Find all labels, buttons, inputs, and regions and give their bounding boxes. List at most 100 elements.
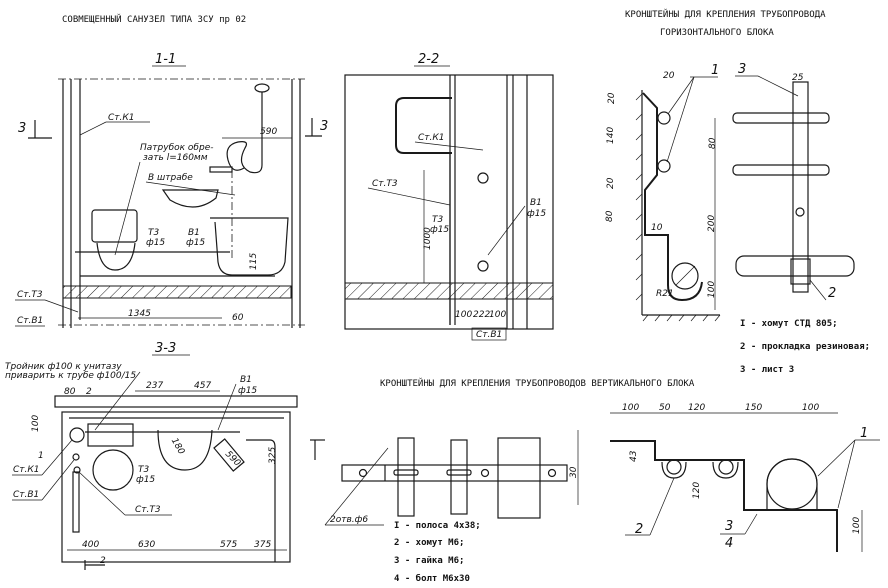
radius-r21: R21 (656, 289, 674, 299)
leader-line (94, 371, 141, 431)
cut-mark-1: 1 (38, 451, 44, 461)
leader-line (666, 76, 695, 163)
pipe-icon (735, 255, 855, 277)
note-pipe-cut-1: Патрубок обре- (140, 143, 213, 153)
toilet-tank-icon (91, 209, 138, 243)
leader-line (145, 181, 236, 196)
dim-80: 80 (605, 210, 615, 222)
washbasin-icon (161, 189, 219, 208)
rubber-gasket-icon (790, 258, 811, 285)
section-label: 1-1 (155, 52, 176, 67)
tee-note-1: Тройник ф100 к унитазу (5, 362, 122, 372)
dim-60: 60 (232, 313, 244, 323)
dim-200: 200 (707, 215, 717, 232)
leader-line (41, 459, 75, 501)
dim-237: 237 (146, 381, 163, 391)
dim-325: 325 (268, 447, 278, 464)
riser-k1-label: Ст.К1 (108, 113, 135, 123)
callout-3: 3 (725, 519, 733, 534)
room-plan-outline (61, 411, 291, 563)
callout-1: 1 (860, 426, 868, 441)
toilet-bowl-icon (96, 242, 136, 271)
clamp-2-icon (712, 461, 739, 479)
vertical-bracket-front: 30 2отв.ф6 I - полоса 4х38; 2 - хомут М6… (324, 430, 579, 584)
legend-item-3: 3 - гайка М6; (394, 556, 464, 566)
mixer-plan (213, 438, 245, 472)
tee-note-2: приварить к трубе ф100/15 (5, 371, 136, 381)
clamp-2-icon (661, 461, 687, 479)
leader-line (41, 439, 73, 476)
horizontal-bracket-title: КРОНШТЕЙНЫ ДЛЯ КРЕПЛЕНИЯ ТРУБОПРОВОДА (625, 8, 826, 20)
fitting-icon (477, 172, 489, 184)
pipe-icon (732, 164, 830, 176)
cut-mark-right: 3 (320, 119, 328, 134)
clamp-icon (393, 469, 419, 476)
floor-hatch (642, 314, 721, 322)
dim-575: 575 (220, 540, 237, 550)
towel-dryer-icon (395, 97, 452, 154)
riser-v1-label: Ст.В1 (17, 316, 43, 326)
riser-t3-label: Ст.Т3 (17, 290, 43, 300)
v1-label: В1 (240, 375, 252, 385)
dim-100: 100 (802, 403, 819, 413)
dim-100: 100 (852, 517, 862, 534)
clamp-1-icon (657, 159, 671, 173)
note-pipe-cut-2: зать l=160мм (143, 153, 208, 163)
leader-line (324, 447, 389, 526)
riser-t3-icon (73, 466, 81, 474)
dim-43: 43 (629, 450, 639, 462)
holes-label: 2отв.ф6 (330, 515, 368, 525)
dim-30: 30 (569, 466, 579, 478)
bracket-profile (610, 440, 838, 552)
room-outline (344, 74, 554, 330)
leader-line (649, 477, 675, 536)
pipe-section-icon (666, 459, 682, 475)
steel-strip (341, 464, 568, 482)
leader-line (757, 75, 799, 97)
vertical-bracket-title: КРОНШТЕЙНЫ ДЛЯ КРЕПЛЕНИЯ ТРУБОПРОВОДОВ В… (380, 377, 695, 389)
pipe-icon (450, 439, 468, 515)
callout-2: 2 (635, 522, 643, 537)
riser-t3-label: Ст.Т3 (372, 179, 398, 189)
in-groove-label: В штрабе (148, 173, 193, 183)
v1-diameter: ф15 (238, 386, 257, 396)
riser-k1-label: Ст.К1 (418, 133, 445, 143)
riser-v1-label: Ст.В1 (476, 330, 502, 340)
callout-1: 1 (711, 63, 719, 78)
shower-head-icon (254, 83, 270, 93)
v1-label: В1 (530, 198, 542, 208)
dim-50: 50 (659, 403, 671, 413)
dim-115: 115 (249, 253, 259, 270)
dim-100: 100 (707, 281, 717, 298)
riser-v1-label: Ст.В1 (13, 490, 39, 500)
fitting-icon (477, 260, 489, 272)
vertical-bracket-side: 100 50 120 150 100 1 43 120 2 3 4 100 (610, 403, 880, 552)
horizontal-bracket-subtitle: ГОРИЗОНТАЛЬНОГО БЛОКА (660, 28, 774, 38)
t3-diameter: ф15 (146, 238, 165, 248)
bolt-hole-icon (358, 468, 368, 478)
t3-diameter: ф15 (136, 475, 155, 485)
dim-590: 590 (260, 127, 277, 137)
main-title: СОВМЕЩЕННЫЙ САНУЗЕЛ ТИПА ЗСУ пр 02 (62, 13, 246, 25)
legend-item-2: 2 - хомут М6; (394, 538, 464, 548)
t3-diameter: ф15 (430, 225, 449, 235)
dim-222: 222 (473, 310, 490, 320)
floor-slab (344, 282, 554, 300)
v1-diameter: ф15 (527, 209, 546, 219)
clamp-icon (446, 469, 472, 476)
dim-80: 80 (64, 387, 76, 397)
dim-20: 20 (663, 71, 675, 81)
t3-label: Т3 (432, 215, 443, 225)
dim-150: 150 (745, 403, 762, 413)
legend-item-3: 3 - лист 3 (740, 365, 794, 375)
leader-line (809, 279, 827, 301)
toilet-tank-plan (87, 423, 134, 447)
dim-80: 80 (708, 137, 718, 149)
leader-line (817, 439, 856, 477)
pipe-icon (397, 437, 415, 517)
riser-k1-icon (69, 427, 85, 443)
dim-1000: 1000 (423, 227, 433, 250)
diameter-line (675, 265, 696, 286)
dim-20: 20 (607, 92, 617, 104)
